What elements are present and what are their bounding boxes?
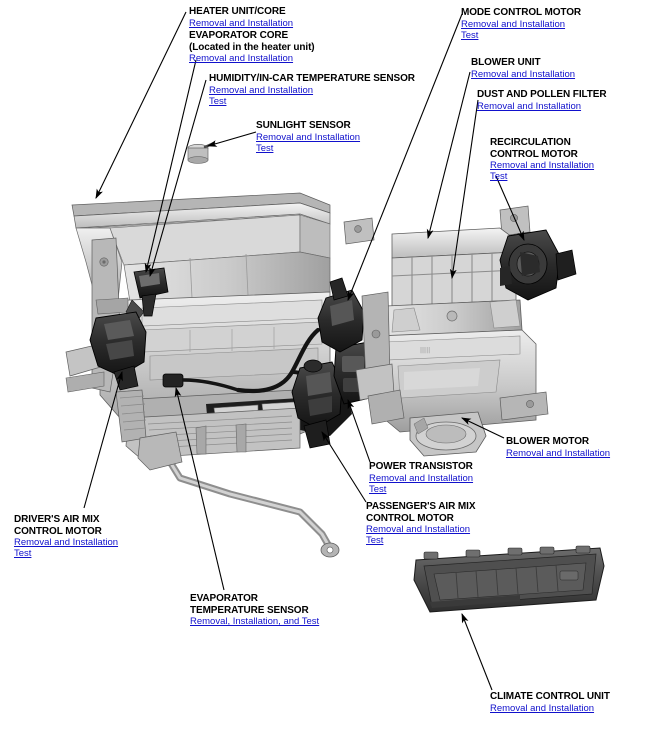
callout-title: DUST AND POLLEN FILTER [477,89,607,100]
sunlight-sensor-part [187,141,216,164]
link-removal-and-installation[interactable]: Removal and Installation [369,472,474,484]
link-removal-and-installation[interactable]: Removal and Installation [14,537,119,548]
link-removal-and-installation[interactable]: Removal and Installation [256,131,361,143]
link-removal-and-installation[interactable]: Removal and Installation [477,100,582,112]
humidity-sensor-part [125,267,169,323]
recirculation-control-motor-part [499,229,577,301]
link-removal-and-installation[interactable]: Removal and Installation [506,447,611,459]
leader-lines [83,11,525,691]
heater-unit-assembly [65,192,375,558]
callout-heater-unit-core: HEATER UNIT/CORE Removal and Installatio… [189,6,293,29]
blower-motor-part [409,411,487,457]
callout-title: EVAPORATOR [190,593,258,604]
callout-title-line2: CONTROL MOTOR [490,148,578,160]
callout-title: BLOWER MOTOR [506,436,590,447]
link-test[interactable]: Test [366,535,384,546]
callout-title: BLOWER UNIT [471,57,541,68]
link-removal-and-installation[interactable]: Removal and Installation [461,18,566,30]
link-test[interactable]: Test [14,548,32,559]
callout-power-transistor: POWER TRANSISTOR Removal and Installatio… [369,461,473,495]
link-removal-and-installation[interactable]: Removal and Installation [471,68,576,80]
link-removal-and-installation[interactable]: Removal and Installation [189,17,294,29]
drivers-air-mix-control-motor-part [89,311,147,391]
callout-evaporator-core: EVAPORATOR CORE (Located in the heater u… [189,30,315,64]
callout-title-line2: CONTROL MOTOR [14,525,102,537]
callout-title: RECIRCULATION [490,137,571,148]
callout-title: SUNLIGHT SENSOR [256,120,351,131]
callout-humidity-in-car-temperature-sensor: HUMIDITY/IN-CAR TEMPERATURE SENSOR Remov… [209,73,415,107]
callout-passengers-air-mix-control-motor: PASSENGER'S AIR MIX CONTROL MOTOR Remova… [366,501,475,546]
callout-climate-control-unit: CLIMATE CONTROL UNIT Removal and Install… [490,691,610,714]
callout-title: HEATER UNIT/CORE [189,6,286,17]
evaporator-temperature-sensor-part [162,373,239,392]
link-test[interactable]: Test [369,483,387,495]
dust-and-pollen-filter-part [391,251,517,307]
passengers-air-mix-control-motor-part [291,359,343,449]
callout-title: POWER TRANSISTOR [369,461,473,472]
callout-mode-control-motor: MODE CONTROL MOTOR Removal and Installat… [461,7,581,41]
callout-title: MODE CONTROL MOTOR [461,7,582,18]
mode-control-motor-part [317,277,365,353]
link-removal-and-installation[interactable]: Removal and Installation [490,702,595,714]
callout-dust-and-pollen-filter: DUST AND POLLEN FILTER Removal and Insta… [477,89,607,112]
blower-unit-assembly: ||||| [343,205,577,457]
callout-title: HUMIDITY/IN-CAR TEMPERATURE SENSOR [209,73,415,84]
callout-title: CLIMATE CONTROL UNIT [490,691,610,702]
callout-blower-unit: BLOWER UNIT Removal and Installation [471,57,575,80]
callout-recirculation-control-motor: RECIRCULATION CONTROL MOTOR Removal and … [490,137,594,182]
link-test[interactable]: Test [256,142,274,154]
link-removal-and-installation[interactable]: Removal and Installation [490,160,595,171]
svg-text:|||||: ||||| [420,347,430,354]
callout-title-line2: CONTROL MOTOR [366,512,454,524]
callout-title: EVAPORATOR CORE [189,30,289,41]
callout-evaporator-temperature-sensor: EVAPORATOR TEMPERATURE SENSOR Removal, I… [190,593,319,627]
callout-subtitle: (Located in the heater unit) [189,41,315,53]
climate-control-unit-part [413,545,605,613]
link-test[interactable]: Test [461,29,479,41]
callout-title: PASSENGER'S AIR MIX [366,501,476,512]
link-test[interactable]: Test [490,171,508,182]
callout-blower-motor: BLOWER MOTOR Removal and Installation [506,436,610,459]
callout-title: DRIVER'S AIR MIX [14,514,100,525]
link-removal-and-installation[interactable]: Removal and Installation [366,524,471,535]
callout-title-line2: TEMPERATURE SENSOR [190,604,309,616]
callout-sunlight-sensor: SUNLIGHT SENSOR Removal and Installation… [256,120,360,154]
link-removal-and-installation[interactable]: Removal and Installation [189,53,294,64]
callout-drivers-air-mix-control-motor: DRIVER'S AIR MIX CONTROL MOTOR Removal a… [14,514,118,559]
link-removal-and-installation[interactable]: Removal and Installation [209,84,314,96]
link-removal-installation-and-test[interactable]: Removal, Installation, and Test [190,616,320,627]
link-test[interactable]: Test [209,95,227,107]
